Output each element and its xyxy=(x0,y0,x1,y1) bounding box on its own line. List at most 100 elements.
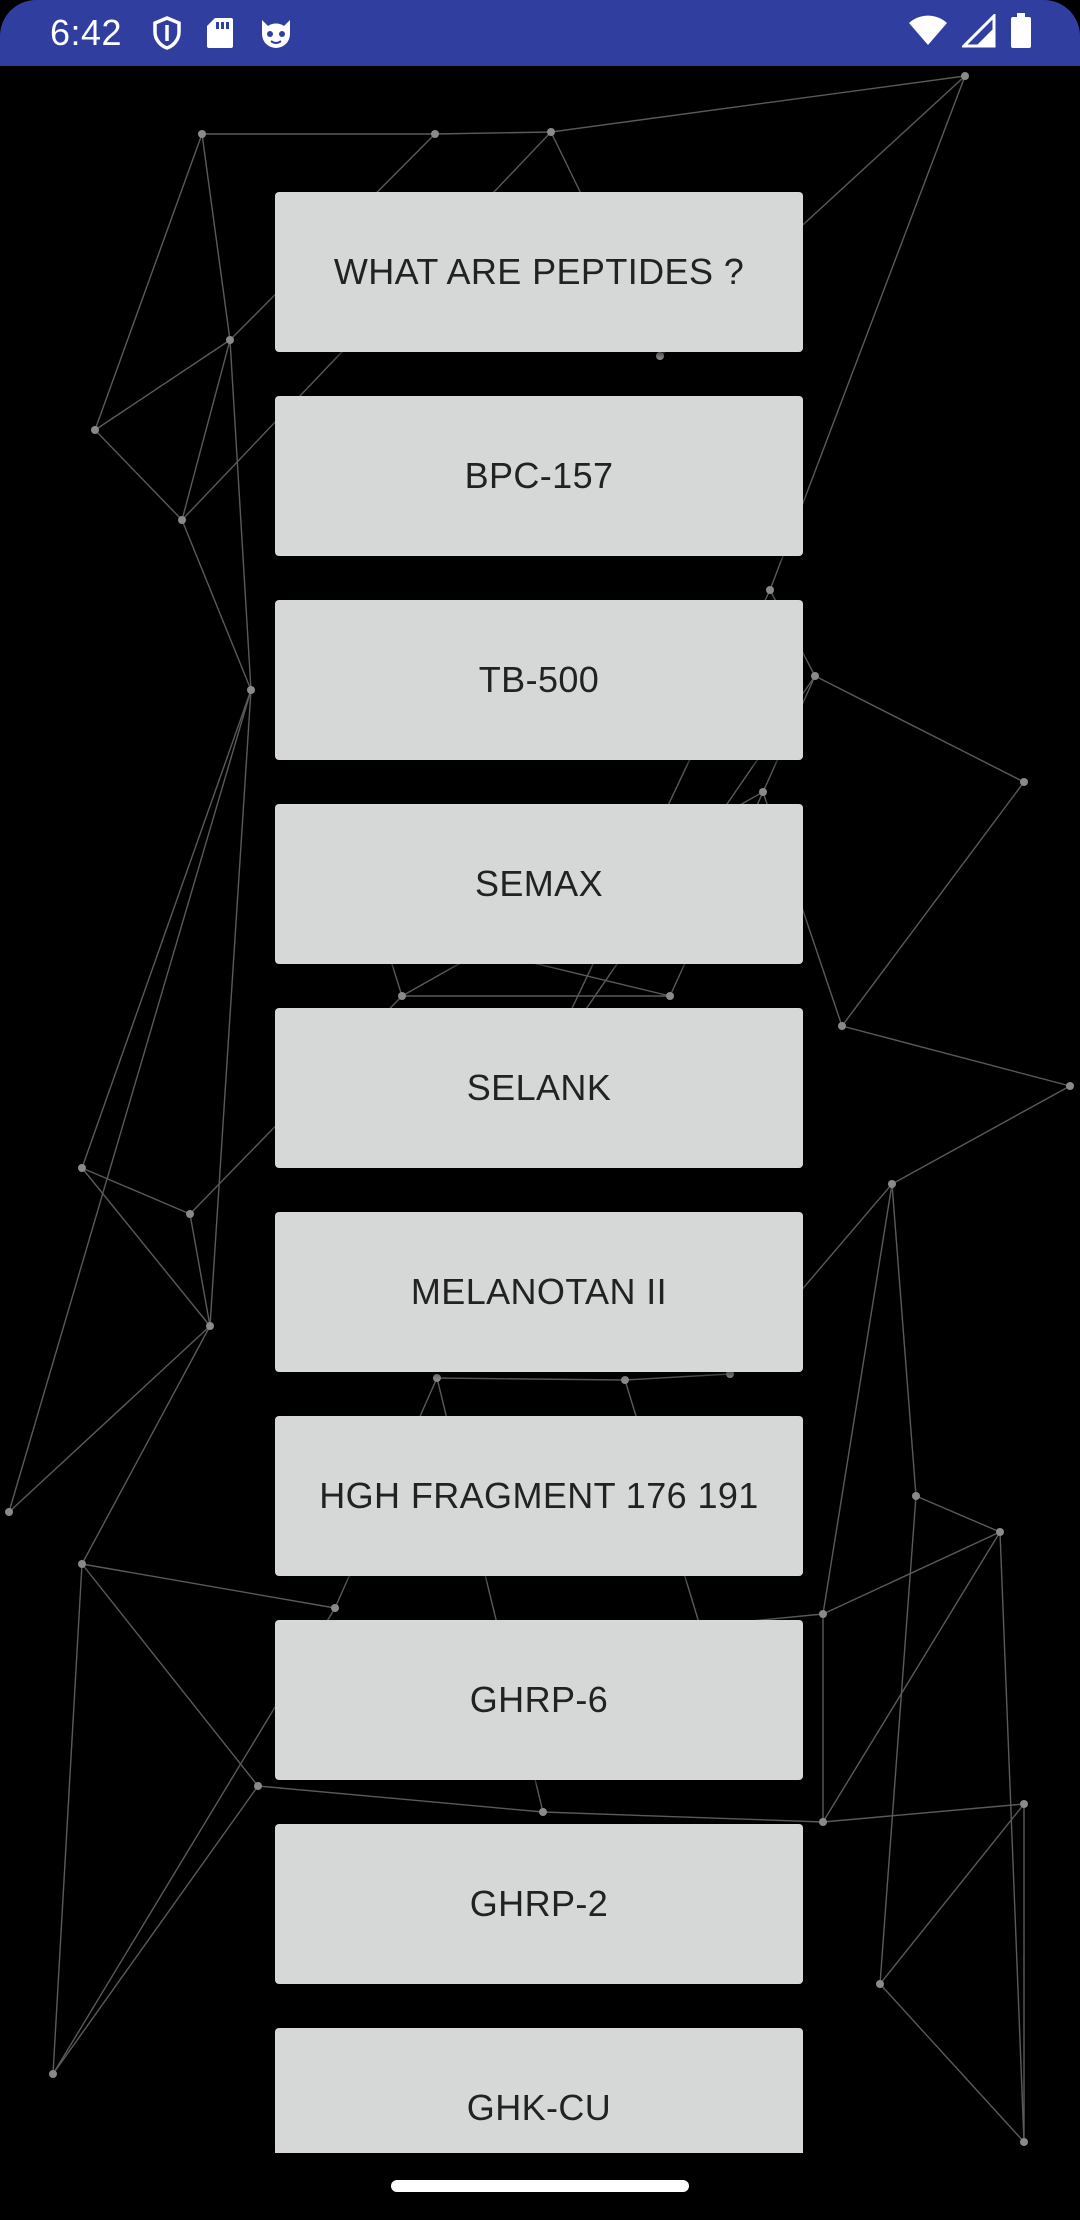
network-node xyxy=(206,1322,214,1330)
button-label: GHRP-6 xyxy=(469,1679,609,1720)
cat-face-icon xyxy=(258,16,294,50)
network-line xyxy=(624,1373,731,1381)
network-line xyxy=(434,131,552,135)
network-line xyxy=(81,1167,211,1327)
network-line xyxy=(94,429,183,521)
network-line xyxy=(81,1563,259,1787)
network-node xyxy=(1020,778,1028,786)
network-node xyxy=(766,586,774,594)
network-node xyxy=(759,788,767,796)
sd-card-icon xyxy=(206,17,234,49)
menu-button-selank[interactable]: SELANK xyxy=(275,1008,803,1168)
network-line xyxy=(52,1563,83,2075)
button-label: WHAT ARE PEPTIDES ? xyxy=(333,251,745,292)
network-line xyxy=(879,1983,1025,2143)
network-line xyxy=(999,1531,1025,2143)
network-line xyxy=(814,675,1025,783)
network-node xyxy=(888,1180,896,1188)
network-line xyxy=(81,1167,191,1215)
network-line xyxy=(891,1183,917,1497)
network-line xyxy=(201,133,231,341)
network-node xyxy=(838,1022,846,1030)
network-node xyxy=(431,130,439,138)
network-node xyxy=(876,1980,884,1988)
menu-button-what-are-peptides[interactable]: WHAT ARE PEPTIDES ? xyxy=(275,192,803,352)
network-line xyxy=(822,1531,1001,1615)
network-node xyxy=(539,1808,547,1816)
button-label: MELANOTAN II xyxy=(410,1271,668,1312)
network-line xyxy=(94,339,231,431)
network-line xyxy=(81,1563,336,1609)
network-node xyxy=(186,1210,194,1218)
network-line xyxy=(8,689,252,1513)
status-bar: 6:42 xyxy=(0,0,1080,66)
network-node xyxy=(433,1374,441,1382)
network-node xyxy=(996,1528,1004,1536)
network-line xyxy=(94,133,203,431)
status-right-icons xyxy=(908,11,1032,54)
network-node xyxy=(5,1508,13,1516)
network-node xyxy=(178,516,186,524)
menu-button-melanotan-ii[interactable]: MELANOTAN II xyxy=(275,1212,803,1372)
network-line xyxy=(189,1213,211,1327)
network-node xyxy=(656,352,664,360)
network-line xyxy=(8,1325,211,1513)
status-time: 6:42 xyxy=(50,12,123,53)
button-label: SELANK xyxy=(466,1067,612,1108)
network-line xyxy=(209,689,252,1327)
network-node xyxy=(666,992,674,1000)
network-line xyxy=(542,1811,824,1823)
menu-button-ghk-cu[interactable]: GHK-CU xyxy=(275,2028,803,2153)
network-node xyxy=(961,72,969,80)
network-line xyxy=(81,1325,211,1565)
menu-button-semax[interactable]: SEMAX xyxy=(275,804,803,964)
network-line xyxy=(915,1495,1001,1533)
network-node xyxy=(49,2070,57,2078)
network-line xyxy=(879,1803,1025,1985)
network-line xyxy=(822,1803,1025,1823)
button-label: TB-500 xyxy=(478,659,600,700)
network-node xyxy=(621,1376,629,1384)
gesture-nav-handle[interactable] xyxy=(391,2180,689,2192)
shield-icon xyxy=(152,16,182,50)
network-line xyxy=(181,519,252,691)
network-line xyxy=(891,1085,1071,1185)
network-node xyxy=(912,1492,920,1500)
network-node xyxy=(331,1604,339,1612)
network-node xyxy=(1066,1082,1074,1090)
menu-button-bpc-157[interactable]: BPC-157 xyxy=(275,396,803,556)
menu-button-ghrp-2[interactable]: GHRP-2 xyxy=(275,1824,803,1984)
button-label: BPC-157 xyxy=(464,455,614,496)
network-node xyxy=(91,426,99,434)
network-node xyxy=(78,1164,86,1172)
network-line xyxy=(841,1025,1071,1087)
network-line xyxy=(257,1785,544,1813)
button-label: GHRP-2 xyxy=(469,1883,609,1924)
network-node xyxy=(398,992,406,1000)
network-node xyxy=(1020,2138,1028,2146)
network-node xyxy=(547,128,555,136)
network-node xyxy=(247,686,255,694)
button-label: HGH FRAGMENT 176 191 xyxy=(319,1475,759,1516)
menu-button-hgh-fragment[interactable]: HGH FRAGMENT 176 191 xyxy=(275,1416,803,1576)
network-node xyxy=(226,336,234,344)
network-node xyxy=(254,1782,262,1790)
signal-icon xyxy=(960,11,996,53)
network-line xyxy=(81,689,252,1169)
network-node xyxy=(819,1818,827,1826)
battery-icon xyxy=(1010,12,1032,54)
menu-button-tb-500[interactable]: TB-500 xyxy=(275,600,803,760)
menu-button-ghrp-6[interactable]: GHRP-6 xyxy=(275,1620,803,1780)
network-node xyxy=(726,1370,734,1378)
network-line xyxy=(822,1183,893,1615)
button-label: GHK-CU xyxy=(466,2087,612,2128)
network-line xyxy=(550,75,966,133)
network-line xyxy=(841,781,1025,1027)
network-line xyxy=(436,1377,626,1381)
button-label: SEMAX xyxy=(474,863,604,904)
content-area: WHAT ARE PEPTIDES ? BPC-157 TB-500 SEMAX… xyxy=(275,192,803,2153)
network-line xyxy=(879,1495,917,1985)
network-node xyxy=(1020,1800,1028,1808)
network-node xyxy=(78,1560,86,1568)
network-node xyxy=(819,1610,827,1618)
